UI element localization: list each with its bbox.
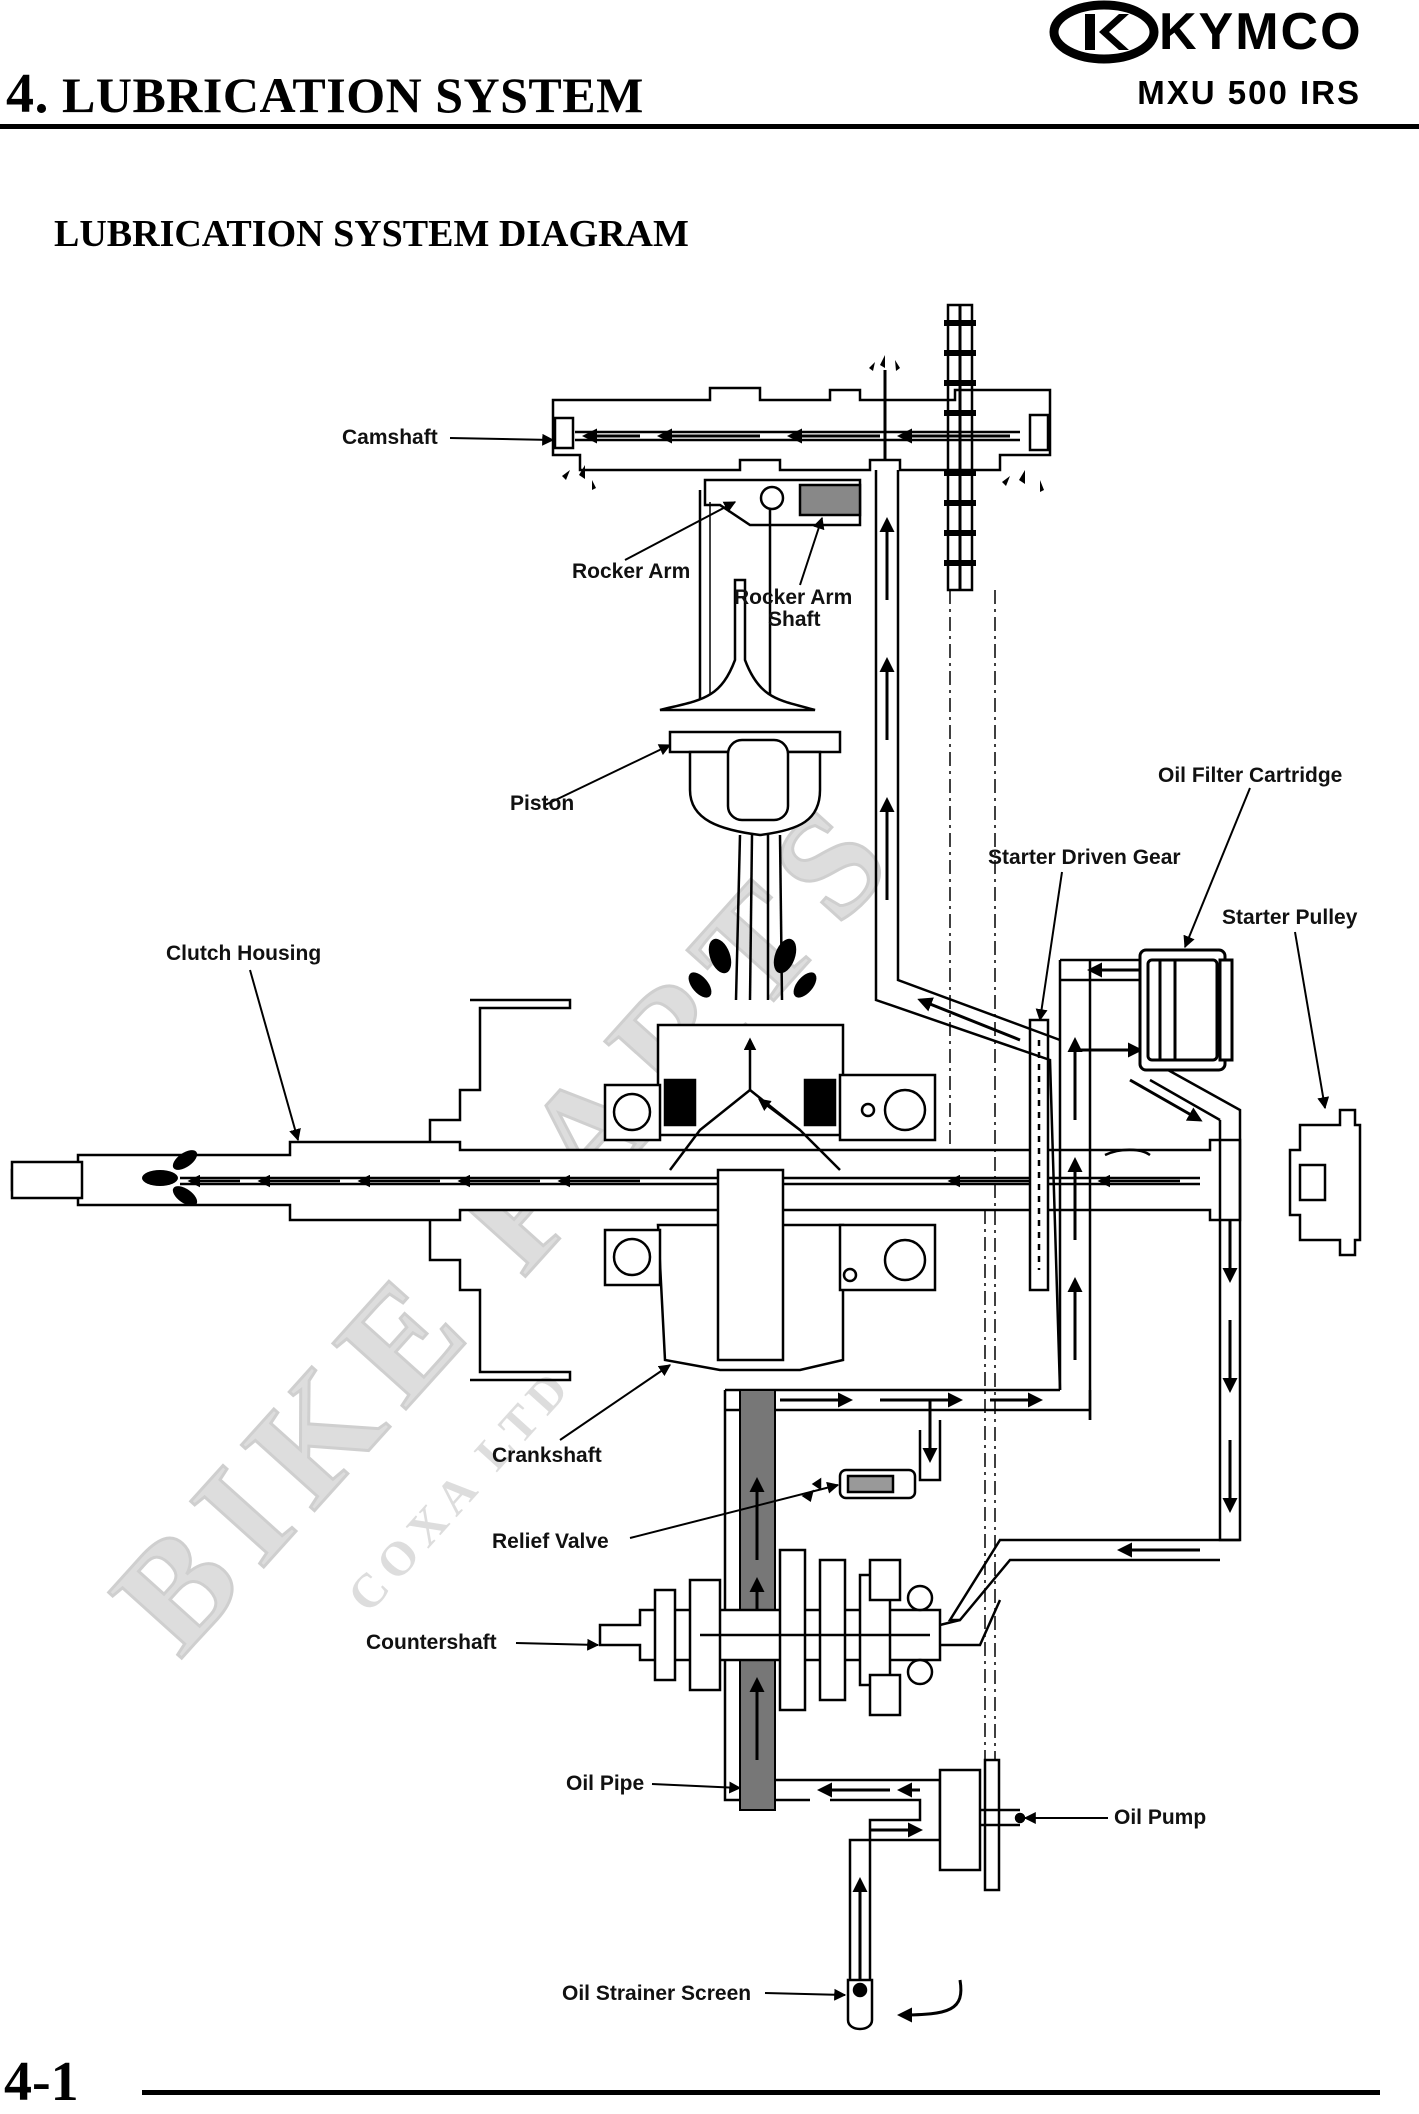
label-countershaft: Countershaft <box>366 1631 497 1654</box>
label-starter-driven-gear: Starter Driven Gear <box>988 846 1181 869</box>
leader-lines <box>249 433 1330 2001</box>
countershaft-shape <box>598 1548 942 1717</box>
kymco-emblem-icon <box>1049 0 1159 64</box>
section-heading: 4. LUBRICATION SYSTEM <box>6 62 644 126</box>
label-oil-strainer-screen: Oil Strainer Screen <box>562 1982 752 2005</box>
oil-pump-shape <box>938 1758 1026 1892</box>
cam-sprocket <box>944 320 976 566</box>
lubrication-diagram: BIKE PARTS COXA LTD <box>0 280 1419 2040</box>
section-title: LUBRICATION SYSTEM <box>62 67 644 123</box>
camshaft-assembly <box>551 303 1052 592</box>
page-number: 4-1 <box>4 2051 79 2113</box>
header-divider <box>0 124 1419 129</box>
rocker-arm-assembly <box>659 478 862 712</box>
oil-strainer-shape <box>846 1978 874 2031</box>
label-crankshaft: Crankshaft <box>492 1444 602 1467</box>
brand-logo: KYMCO <box>1049 0 1409 64</box>
camshaft-oil-flow <box>582 370 1010 460</box>
brand-name: KYMCO <box>1159 3 1363 61</box>
footer-divider <box>142 2090 1380 2095</box>
label-camshaft: Camshaft <box>342 426 438 449</box>
oil-spray-drops <box>562 355 1044 492</box>
label-rocker-arm-shaft-2: Shaft <box>768 608 821 631</box>
oil-filter-cartridge-shape <box>1138 948 1234 1072</box>
label-oil-pump: Oil Pump <box>1114 1806 1207 1829</box>
label-rocker-arm-shaft-1: Rocker Arm <box>734 586 853 609</box>
lubrication-diagram-drawing: BIKE PARTS COXA LTD <box>10 303 1362 2031</box>
label-rocker-arm: Rocker Arm <box>572 560 691 583</box>
label-oil-filter-cartridge: Oil Filter Cartridge <box>1158 764 1343 787</box>
relief-valve-shape <box>801 1468 917 1503</box>
model-name: MXU 500 IRS <box>1137 74 1361 111</box>
label-clutch-housing: Clutch Housing <box>166 942 322 965</box>
diagram-title: LUBRICATION SYSTEM DIAGRAM <box>54 213 689 255</box>
centerlines <box>949 590 996 1880</box>
label-oil-pipe: Oil Pipe <box>566 1772 645 1795</box>
label-piston: Piston <box>510 792 575 815</box>
label-relief-valve: Relief Valve <box>492 1530 609 1553</box>
clutch-spray-drops <box>142 1150 198 1206</box>
crankshaft-oil-flow <box>187 1037 1180 1188</box>
section-number: 4. <box>6 63 49 125</box>
label-starter-pulley: Starter Pulley <box>1222 906 1358 929</box>
splash-drops <box>688 938 817 998</box>
